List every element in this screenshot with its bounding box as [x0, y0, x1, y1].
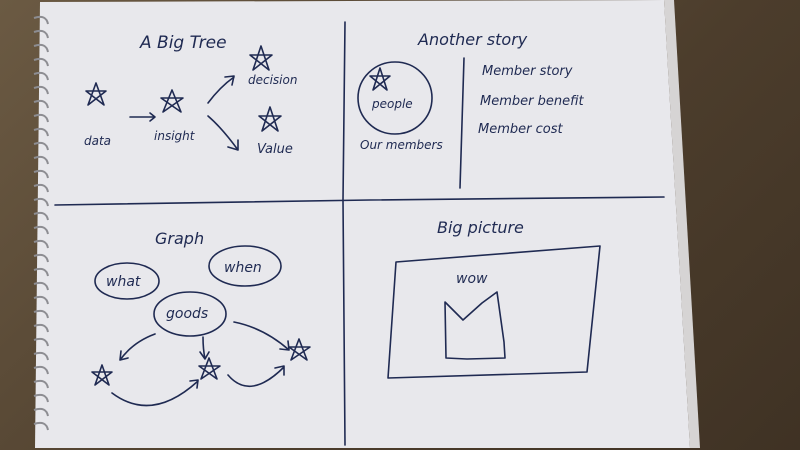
- bubble-what: [94, 262, 160, 300]
- list-item: Member story: [482, 64, 573, 79]
- title-graph: Graph: [155, 229, 204, 248]
- page-edge: [664, 0, 700, 448]
- star-icon-right: [288, 338, 311, 361]
- list-item: Member benefit: [480, 94, 584, 109]
- star-icon-people: [369, 67, 391, 91]
- spiral-binding: [33, 15, 49, 431]
- frame-label-wow: wow: [456, 271, 488, 287]
- star-icon-center: [198, 357, 221, 380]
- title-big-picture: Big picture: [437, 218, 524, 237]
- bubble-label-goods: goods: [166, 306, 208, 322]
- star-icon-value: [258, 106, 282, 132]
- arrow-insight-value: [207, 115, 239, 151]
- circle-label-people: people: [371, 97, 413, 111]
- star-icon-left: [91, 364, 113, 386]
- wow-mountain-shape: [444, 291, 506, 360]
- picture-frame: [387, 245, 601, 379]
- arrow-data-insight: [129, 112, 156, 122]
- bubble-label-when: when: [224, 260, 262, 276]
- horizontal-divider: [54, 196, 665, 206]
- arrow-left-center: [111, 379, 199, 407]
- star-icon-insight: [160, 89, 184, 113]
- caption-our-members: Our members: [360, 138, 443, 152]
- arrow-goods-center: [199, 336, 210, 360]
- node-label-value: Value: [257, 142, 293, 157]
- title-big-tree: A Big Tree: [139, 33, 227, 53]
- story-divider: [459, 57, 465, 189]
- bubble-label-what: what: [106, 274, 141, 290]
- paper-page: [35, 0, 690, 448]
- title-another-story: Another story: [417, 30, 528, 49]
- arrow-center-right: [227, 365, 285, 388]
- bubble-goods: [153, 291, 227, 337]
- arrow-goods-right: [233, 321, 290, 351]
- node-label-insight: insight: [154, 129, 196, 143]
- list-item: Member cost: [478, 122, 563, 137]
- people-circle: [357, 61, 433, 135]
- node-label-data: data: [84, 134, 111, 148]
- arrow-goods-left: [119, 333, 156, 361]
- arrow-insight-decision: [207, 75, 235, 104]
- star-icon-decision: [249, 45, 273, 71]
- node-label-decision: decision: [248, 73, 297, 87]
- bubble-when: [208, 245, 282, 287]
- star-icon-data: [85, 82, 107, 106]
